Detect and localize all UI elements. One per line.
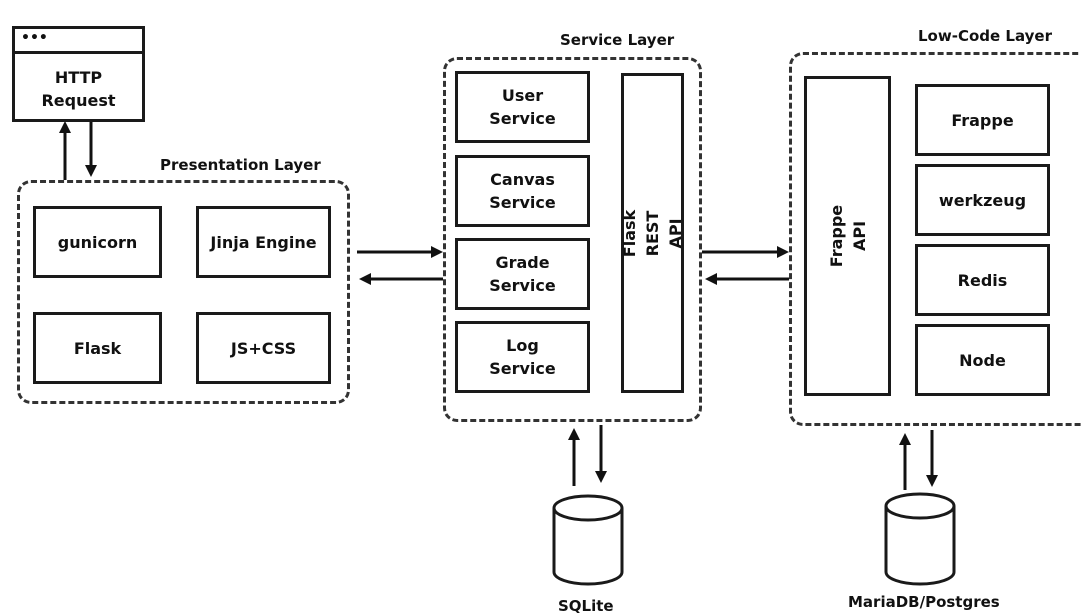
log-service-box: Log Service <box>455 321 590 393</box>
gunicorn-box: gunicorn <box>33 206 162 278</box>
lowcode-layer-group <box>789 52 1081 426</box>
http-request-label: HTTP Request <box>41 68 116 110</box>
canvas-service-box: Canvas Service <box>455 155 590 227</box>
flask-box: Flask <box>33 312 162 384</box>
service-layer-title: Service Layer <box>560 31 675 49</box>
grade-service-box: Grade Service <box>455 238 590 310</box>
frappe-api-label: Frappe API <box>826 204 869 268</box>
redis-box: Redis <box>915 244 1050 316</box>
browser-titlebar: ••• <box>15 29 142 54</box>
js-css-box: JS+CSS <box>196 312 331 384</box>
node-box: Node <box>915 324 1050 396</box>
mariadb-cylinder <box>884 492 956 586</box>
browser-window: ••• HTTP Request <box>12 26 145 122</box>
mariadb-label: MariaDB/Postgres <box>848 593 1000 611</box>
frappe-box: Frappe <box>915 84 1050 156</box>
sqlite-label: SQLite <box>558 597 614 615</box>
frappe-api-box: Frappe API <box>804 76 891 396</box>
window-dots-icon: ••• <box>21 30 48 46</box>
jinja-engine-box: Jinja Engine <box>196 206 331 278</box>
sqlite-cylinder <box>552 494 624 586</box>
service-layer-group <box>443 57 702 422</box>
user-service-box: User Service <box>455 71 590 143</box>
flask-rest-api-label: Flask REST API <box>620 209 685 257</box>
flask-rest-api-box: Flask REST API <box>620 73 685 393</box>
presentation-layer-group <box>17 180 350 404</box>
lowcode-layer-title: Low-Code Layer <box>918 27 1052 45</box>
werkzeug-box: werkzeug <box>915 164 1050 236</box>
presentation-layer-title: Presentation Layer <box>160 156 321 174</box>
